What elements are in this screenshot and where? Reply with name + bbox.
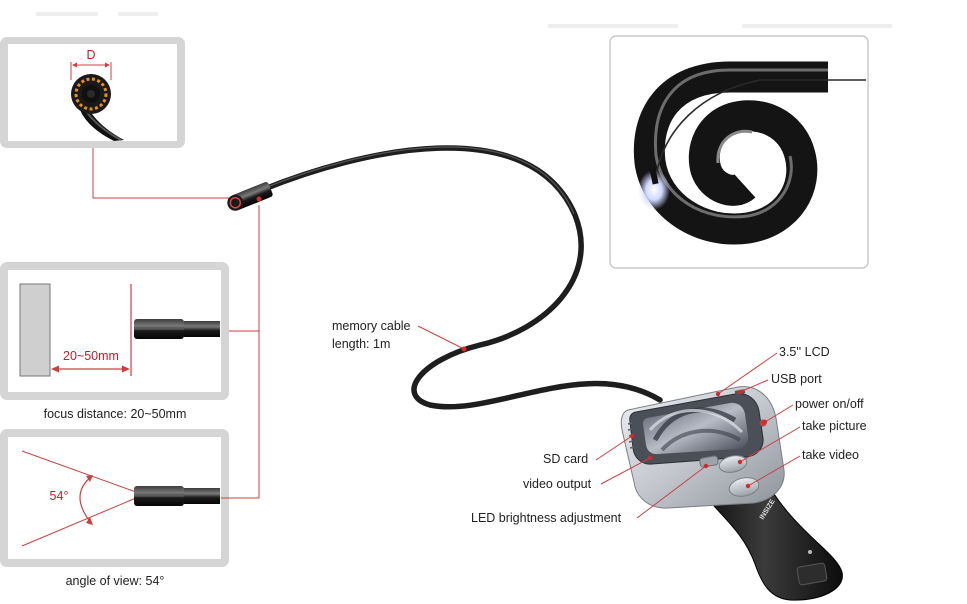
callout-lcd: 3.5'' LCD xyxy=(779,345,830,359)
device-callouts: 3.5'' LCD USB port power on/off take pic… xyxy=(715,345,867,489)
callout-video-output: video output xyxy=(523,477,592,491)
cable-marker xyxy=(461,346,467,352)
panel-connectors xyxy=(92,148,260,499)
lens-diameter-label: D xyxy=(86,48,95,62)
spiral-tube xyxy=(633,61,828,245)
borescope-device: INSIZE xyxy=(620,386,843,601)
lens-diameter-panel: D xyxy=(0,37,185,148)
callout-take-video: take video xyxy=(802,448,859,462)
camera-probe-tip xyxy=(227,181,273,211)
probe-tip-marker xyxy=(256,196,262,202)
callout-take-picture: take picture xyxy=(802,419,867,433)
faded-header-marks xyxy=(36,12,892,28)
cable-label-line1: memory cable xyxy=(332,319,411,333)
angle-label: 54° xyxy=(50,489,69,503)
callout-power: power on/off xyxy=(795,397,864,411)
led-brightness-wheel[interactable] xyxy=(699,455,719,468)
callout-led-brightness: LED brightness adjustment xyxy=(471,511,622,525)
coiled-cable-panel xyxy=(609,35,869,269)
angle-of-view-panel: 54° xyxy=(0,429,229,567)
focus-distance-panel: 20~50mm xyxy=(0,262,229,400)
cable-label-line2: length: 1m xyxy=(332,337,390,351)
angle-of-view-caption: angle of view: 54° xyxy=(66,574,165,588)
lcd-screen xyxy=(643,402,749,455)
memory-cable xyxy=(259,145,663,410)
focus-distance-caption: focus distance: 20~50mm xyxy=(44,407,187,421)
callout-sd-card: SD card xyxy=(543,452,588,466)
take-video-button[interactable] xyxy=(727,475,760,499)
focus-target-wall xyxy=(19,283,51,377)
focus-range-label: 20~50mm xyxy=(63,349,119,363)
callout-usb-port: USB port xyxy=(771,372,822,386)
device-callouts-left: SD card video output LED brightness adju… xyxy=(471,433,709,525)
